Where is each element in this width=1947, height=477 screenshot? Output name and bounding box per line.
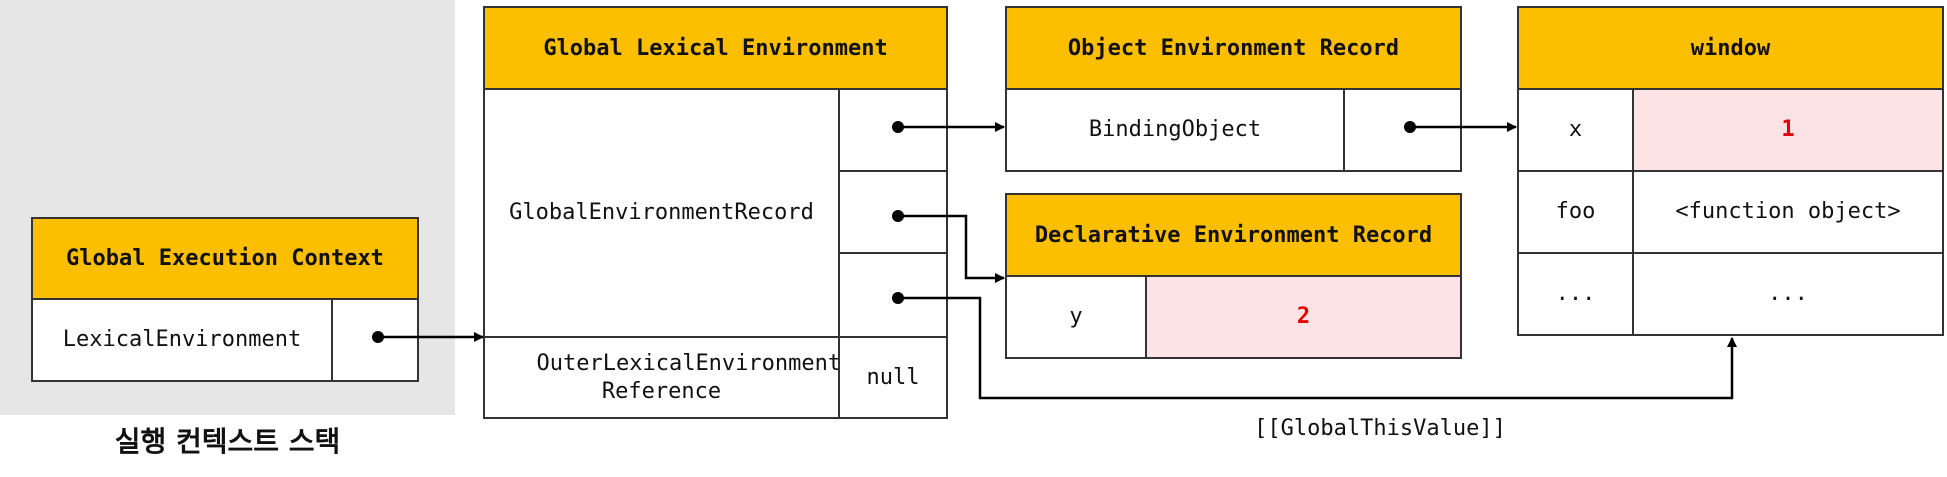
oer-binding-object-pointer	[1343, 88, 1462, 172]
stack-label: 실행 컨텍스트 스택	[114, 425, 341, 458]
gle-outer-reference-value: null	[838, 336, 948, 419]
gec-lexical-environment-pointer	[331, 298, 419, 382]
gle-outer-reference-label: OuterLexicalEnvironment Reference	[483, 336, 841, 419]
gle-record-slot-2	[838, 170, 948, 254]
gle-record-label: GlobalEnvironmentRecord	[483, 88, 840, 338]
oer-binding-object-label: BindingObject	[1005, 88, 1345, 172]
der-row-value: 2	[1145, 275, 1462, 359]
pointer-dot-gle-2	[892, 210, 904, 222]
global-this-value-caption: [[GlobalThisValue]]	[1254, 416, 1506, 441]
gec-lexical-environment-label: LexicalEnvironment	[31, 298, 333, 382]
arrow-gle-to-der	[898, 214, 1005, 283]
window-row-value: ...	[1632, 252, 1944, 336]
arrow-gle-to-window-this	[898, 296, 1737, 400]
der-header: Declarative Environment Record	[1005, 193, 1462, 277]
oer-header: Object Environment Record	[1005, 6, 1462, 90]
pointer-dot-gle-1	[892, 121, 904, 133]
window-row-value: <function object>	[1632, 170, 1944, 254]
pointer-dot-gle-3	[892, 292, 904, 304]
window-row-name: ...	[1517, 252, 1634, 336]
pointer-dot-oer	[1404, 121, 1416, 133]
der-row-name: y	[1005, 275, 1147, 359]
pointer-dot-gec	[372, 331, 384, 343]
